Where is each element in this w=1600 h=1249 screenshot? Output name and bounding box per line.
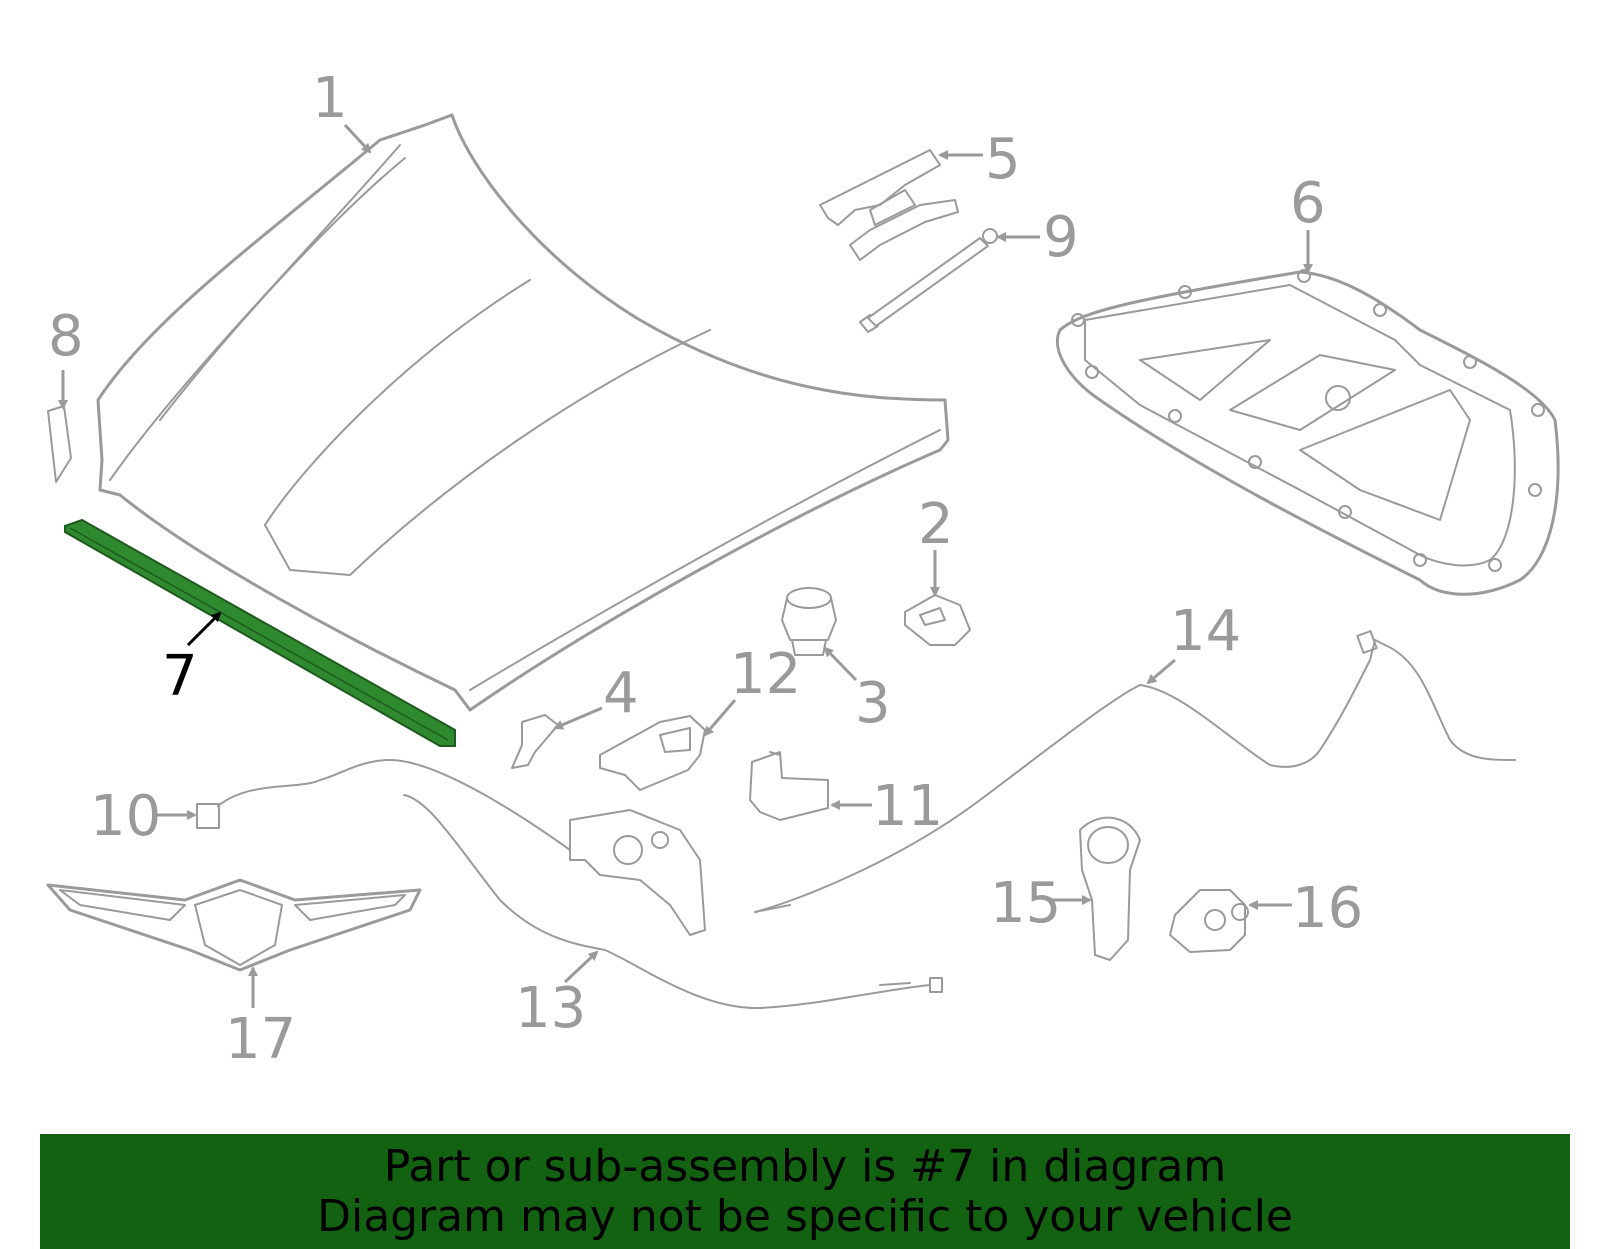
banner-line-2: Diagram may not be specific to your vehi…: [317, 1190, 1293, 1242]
emblem-part-17: [46, 878, 422, 972]
callout-1: 1: [312, 66, 348, 131]
weatherstrip-part-7: [64, 518, 456, 747]
banner-line-1: Part or sub-assembly is #7 in diagram: [383, 1140, 1227, 1192]
latch-assembly: [569, 809, 706, 936]
clip-part-2: [904, 594, 971, 646]
switch-part-10: [196, 759, 571, 851]
callout-17: 17: [225, 1007, 296, 1072]
callout-6: 6: [1290, 171, 1326, 236]
callout-10: 10: [90, 784, 161, 849]
callout-12: 12: [730, 642, 801, 707]
hood-part-1: [96, 113, 950, 712]
callout-2: 2: [918, 492, 954, 557]
callout-labels: 1 2 3 4 5 6 7 8 9 10 11 12 13 14 15 16 1…: [48, 66, 1363, 1072]
motor-part-16: [1169, 889, 1249, 953]
callout-15: 15: [990, 871, 1061, 936]
cable-part-14: [754, 630, 1516, 913]
callout-4: 4: [603, 661, 639, 726]
callout-arrows: [58, 123, 1313, 1008]
callout-13: 13: [515, 976, 586, 1041]
bracket-part-11: [749, 751, 829, 821]
trim-part-8: [47, 405, 72, 483]
info-banner: Part or sub-assembly is #7 in diagram Di…: [40, 1134, 1570, 1249]
callout-14: 14: [1170, 599, 1241, 664]
callout-3: 3: [855, 671, 891, 736]
insulator-part-6: [1055, 269, 1560, 596]
callout-11: 11: [872, 774, 943, 839]
bracket-part-4: [511, 714, 559, 769]
handle-part-15: [1079, 816, 1141, 961]
striker-part-12: [599, 715, 706, 791]
callout-9: 9: [1043, 205, 1079, 270]
hinge-part-5: [819, 149, 959, 261]
callout-5: 5: [985, 127, 1021, 192]
cable-part-13: [403, 794, 943, 1010]
callout-8: 8: [48, 304, 84, 369]
callout-7: 7: [162, 644, 198, 709]
callout-16: 16: [1292, 876, 1363, 941]
